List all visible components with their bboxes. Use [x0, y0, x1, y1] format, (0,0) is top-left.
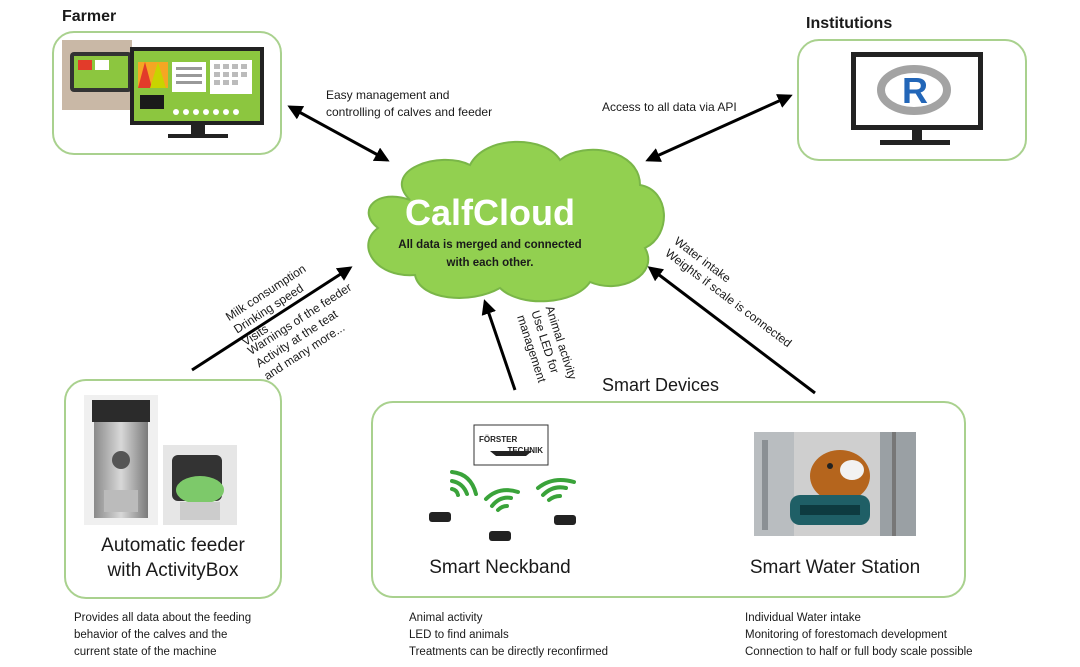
water-title: Smart Water Station [749, 557, 921, 578]
institutions-title: Institutions [806, 15, 893, 32]
cloud-subtitle: All data is merged and connected with ea… [372, 236, 608, 272]
farmer-cloud-arrow [287, 105, 390, 162]
feeder-title-line1: Automatic feeder [101, 535, 245, 556]
institutions-arrow-label: Access to all data via API [602, 100, 737, 114]
cloud-subtitle-line1: All data is merged and connected [398, 239, 582, 251]
feeder-title: Automatic feeder with ActivityBox [64, 533, 282, 583]
brand-line1: FÖRSTER [479, 435, 518, 444]
institutions-cloud-arrow [645, 94, 793, 162]
calfcloud-cloud-shape [367, 140, 665, 303]
water-description-line: Monitoring of forestomach development [745, 629, 947, 641]
neckband-description-line: Treatments can be directly reconfirmed [409, 646, 608, 658]
cloud-title: CalfCloud [405, 192, 575, 233]
water-description-line: Individual Water intake [745, 612, 861, 624]
water-cloud-arrow [647, 266, 816, 395]
feeder-description: Provides all data about the feeding beha… [74, 610, 251, 661]
neckband-description-line: Animal activity [409, 612, 483, 624]
farmer-arrow-label-line2: controlling of calves and feeder [326, 105, 493, 119]
feeder-description-line: Provides all data about the feeding [74, 612, 252, 624]
feeder-cloud-arrow [191, 266, 353, 372]
neckband-description-line: LED to find animals [409, 629, 509, 641]
forster-technik-brand: FÖRSTER TECHNIK [476, 434, 546, 456]
farmer-title: Farmer [62, 8, 117, 25]
neckband-cloud-arrow [481, 299, 517, 391]
smart-devices-title: Smart Devices [602, 375, 720, 395]
farmer-box [52, 31, 282, 155]
neckband-title: Smart Neckband [429, 557, 571, 578]
neckband-description: Animal activity LED to find animals Trea… [409, 610, 608, 661]
farmer-arrow-label-line1: Easy management and [326, 88, 450, 102]
brand-line2: TECHNIK [507, 446, 543, 455]
r-logo-letter: R [902, 70, 928, 111]
feeder-description-line: current state of the machine [74, 646, 217, 658]
feeder-title-line2: with ActivityBox [107, 560, 239, 581]
feeder-description-line: behavior of the calves and the [74, 629, 228, 641]
water-description: Individual Water intake Monitoring of fo… [745, 610, 973, 661]
water-description-line: Connection to half or full body scale po… [745, 646, 973, 658]
cloud-subtitle-line2: with each other. [446, 257, 534, 269]
farmer-arrow-label: Easy management and controlling of calve… [326, 87, 492, 121]
